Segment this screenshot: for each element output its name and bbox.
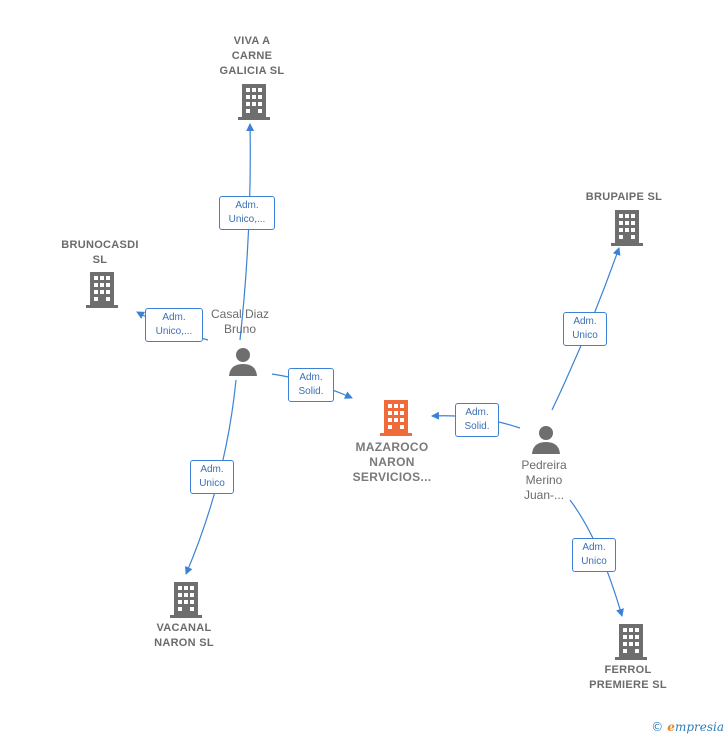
edge-label-casal-mazaroco[interactable]: Adm. Solid. bbox=[288, 368, 334, 402]
edge-label-pedreira-ferrol[interactable]: Adm. Unico bbox=[572, 538, 616, 572]
edge-label-pedreira-mazaroco[interactable]: Adm. Solid. bbox=[455, 403, 499, 437]
node-label-brunocasdi[interactable]: BRUNOCASDI SL bbox=[61, 239, 139, 266]
building-icon[interactable] bbox=[170, 582, 202, 618]
edge-label-pedreira-brupaipe[interactable]: Adm. Unico bbox=[563, 312, 607, 346]
node-label-casal[interactable]: Casal Diaz Bruno bbox=[210, 307, 270, 336]
footer-brand[interactable]: ©empresia bbox=[651, 720, 724, 734]
edge-casal-viva bbox=[239, 123, 255, 341]
node-label-mazaroco[interactable]: MAZAROCO NARON SERVICIOS... bbox=[352, 440, 432, 484]
node-label-pedreira[interactable]: Pedreira Merino Juan-... bbox=[521, 458, 567, 502]
node-label-vacanal[interactable]: VACANAL NARON SL bbox=[154, 622, 214, 649]
edge-label-casal-brunocasdi[interactable]: Adm. Unico,... bbox=[145, 308, 203, 342]
brand-name: mpresia bbox=[674, 720, 724, 734]
copyright-symbol: © bbox=[651, 720, 664, 734]
building-icon[interactable] bbox=[238, 84, 270, 120]
edge-label-casal-viva[interactable]: Adm. Unico,... bbox=[219, 196, 275, 230]
brand-initial: e bbox=[667, 720, 675, 734]
person-icon[interactable] bbox=[531, 424, 561, 454]
building-icon[interactable] bbox=[611, 210, 643, 246]
building-icon-focus[interactable] bbox=[380, 400, 412, 436]
node-label-brupaipe[interactable]: BRUPAIPE SL bbox=[585, 191, 663, 203]
node-label-ferrol[interactable]: FERROL PREMIERE SL bbox=[589, 664, 667, 691]
building-icon[interactable] bbox=[86, 272, 118, 308]
person-icon[interactable] bbox=[228, 346, 258, 376]
edge-label-casal-vacanal[interactable]: Adm. Unico bbox=[190, 460, 234, 494]
building-icon[interactable] bbox=[615, 624, 647, 660]
node-label-viva[interactable]: VIVA A CARNE GALICIA SL bbox=[219, 35, 285, 77]
